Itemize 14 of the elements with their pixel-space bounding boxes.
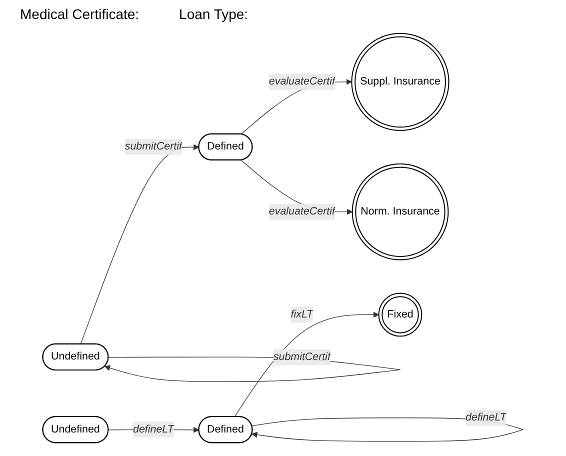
edge-label: defineLT (466, 412, 506, 424)
arrow (80, 144, 200, 345)
diagram-heading: Medical Certificate: (20, 6, 140, 22)
arrow (234, 312, 380, 418)
edge-label: fixLT (290, 308, 314, 320)
edge-label: defineLT (132, 424, 174, 435)
node-circle: Fixed (378, 292, 422, 337)
edge-label: evaluateCertif (268, 76, 335, 88)
node-circle: Norm. Insurance (352, 163, 449, 260)
edge-label: submitCertif (273, 351, 331, 362)
edge-label: evaluateCertif (268, 206, 335, 218)
edge-label: submitCertif (124, 140, 182, 152)
diagram-heading: Loan Type: (179, 6, 248, 22)
node-circle: Suppl. Insurance (351, 32, 450, 131)
